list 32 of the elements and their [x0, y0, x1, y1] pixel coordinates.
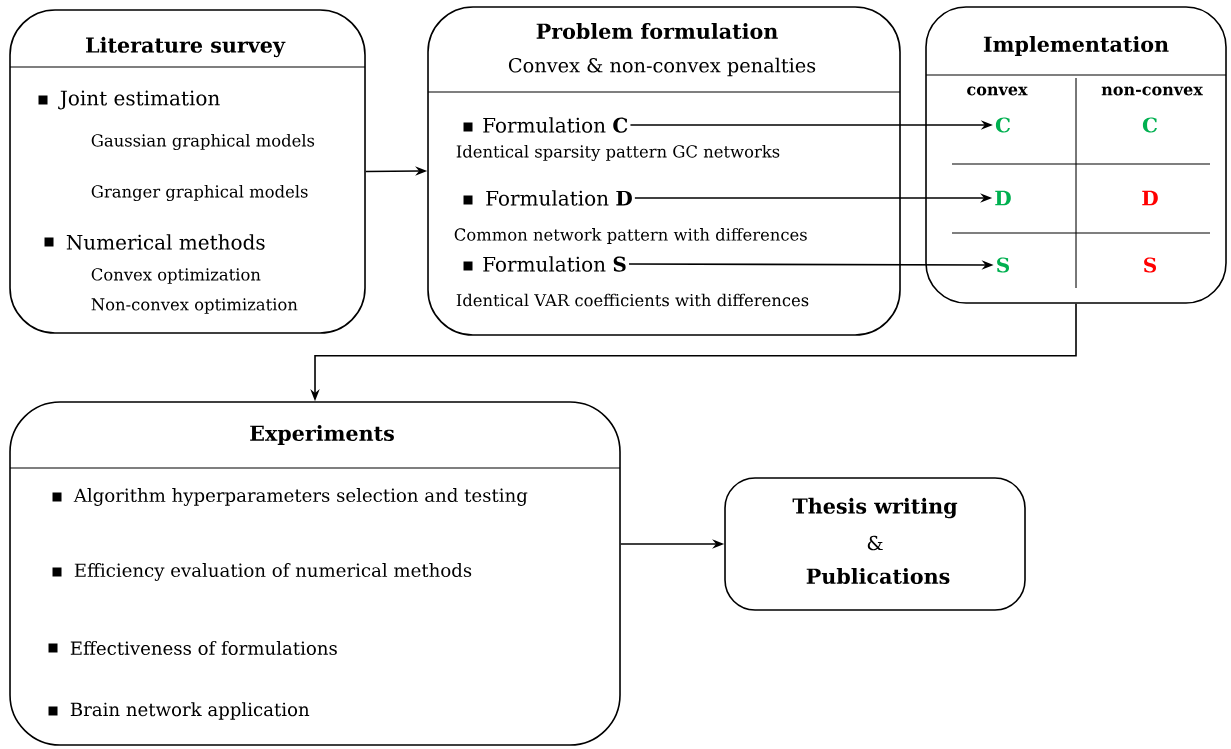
- heading: Implementation: [983, 36, 1169, 56]
- formulation-label: Formulation D: [486, 190, 632, 206]
- list-text: &: [867, 535, 883, 551]
- heading: Literature survey: [86, 36, 286, 58]
- heading: Thesis writing: [792, 497, 958, 519]
- list-text: Convex optimization: [91, 268, 261, 284]
- column-header: convex: [967, 86, 1028, 96]
- cell-letter: C: [1142, 117, 1157, 133]
- bullet-item: Numerical methods: [66, 234, 265, 250]
- list-text: Gaussian graphical models: [91, 133, 315, 151]
- bullet-item: Brain network application: [70, 702, 310, 720]
- bullet-item: Joint estimation: [58, 90, 220, 110]
- list-text: Publications: [806, 568, 950, 584]
- formulation-label: Formulation S: [483, 256, 626, 272]
- bullet-item: Efficiency evaluation of numerical methods: [74, 563, 472, 581]
- cell-letter: S: [1144, 257, 1156, 273]
- cell-letter: C: [995, 117, 1010, 133]
- heading: Problem formulation: [536, 23, 778, 39]
- cell-letter: S: [997, 257, 1009, 273]
- cell-letter: D: [1142, 190, 1158, 206]
- cell-letter: D: [995, 190, 1011, 206]
- formulation-label: Formulation C: [483, 117, 628, 133]
- description: Common network pattern with differences: [454, 228, 807, 244]
- description: Identical VAR coefficients with differences: [456, 293, 809, 307]
- list-text: Convex & non-convex penalties: [508, 57, 816, 77]
- column-header: non-convex: [1101, 86, 1203, 96]
- heading: Experiments: [250, 425, 394, 445]
- description: Identical sparsity pattern GC networks: [456, 144, 780, 162]
- bullet-item: Algorithm hyperparameters selection and testing: [73, 488, 528, 506]
- list-text: Granger graphical models: [91, 184, 308, 202]
- bullet-item: Effectiveness of formulations: [70, 640, 337, 655]
- list-text: Non-convex optimization: [91, 298, 298, 314]
